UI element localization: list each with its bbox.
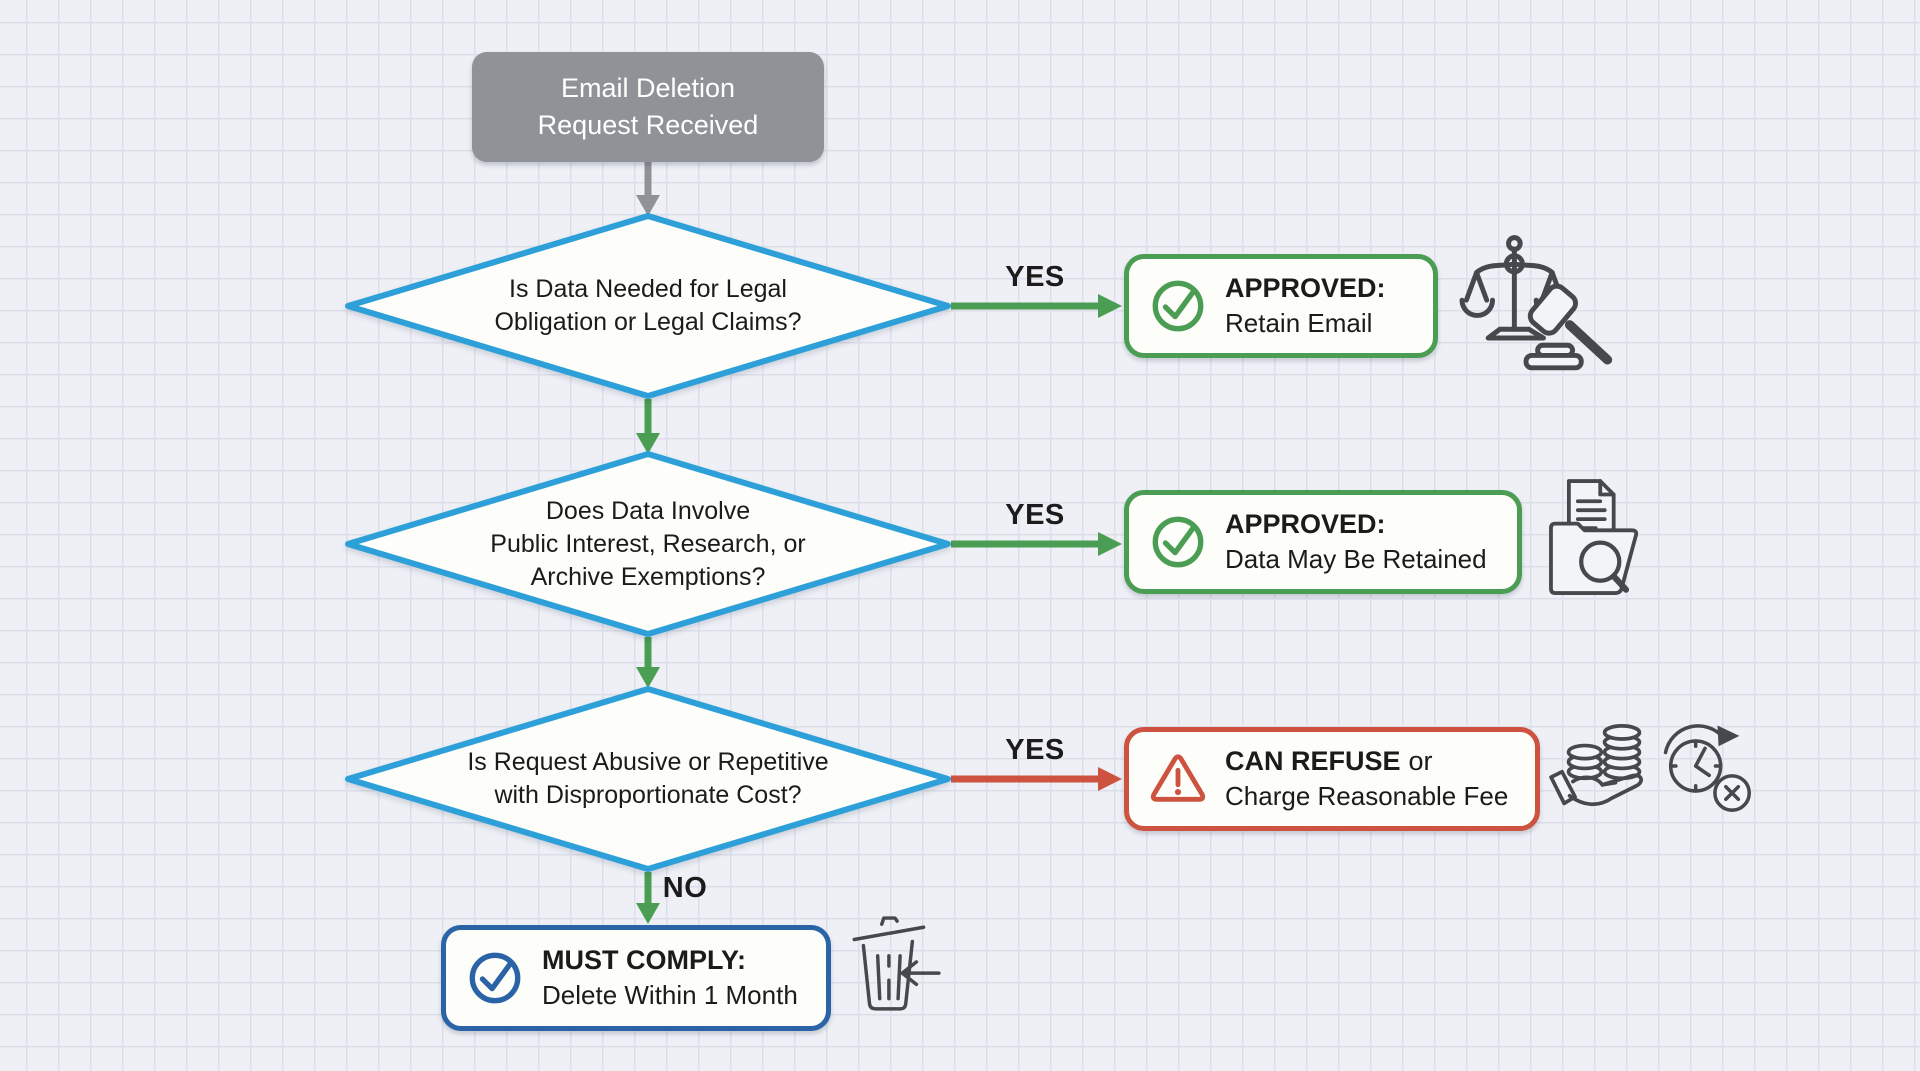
decision-line: Archive Exemptions?: [530, 562, 766, 591]
decision-abusive-request: Is Request Abusive or Repetitive with Di…: [343, 684, 953, 874]
start-node: Email Deletion Request Received: [472, 52, 824, 162]
outcome-text: APPROVED: Data May Be Retained: [1225, 507, 1487, 577]
outcome-must-comply: MUST COMPLY: Delete Within 1 Month: [441, 925, 831, 1031]
decision-legal-obligation-text: Is Data Needed for Legal Obligation or L…: [343, 211, 953, 401]
start-node-line2: Request Received: [537, 110, 759, 140]
outcome-title: MUST COMPLY:: [542, 945, 747, 975]
connector-abusive-yes: [951, 767, 1122, 791]
decision-line: with Disproportionate Cost?: [494, 781, 802, 809]
yes-label-2: YES: [1005, 499, 1065, 531]
outcome-title-suffix: or: [1408, 746, 1433, 776]
decision-line: Does Data Involve: [545, 496, 751, 525]
decision-public-interest: Does Data Involve Public Interest, Resea…: [343, 449, 953, 639]
decision-legal-obligation: Is Data Needed for Legal Obligation or L…: [343, 211, 953, 401]
connector-legal-to-exemptions: [636, 399, 660, 454]
outcome-subtitle: Delete Within 1 Month: [542, 980, 798, 1010]
connector-legal-yes: [951, 294, 1122, 318]
outcome-title: APPROVED:: [1225, 509, 1386, 539]
diamond-shape: [345, 451, 951, 637]
outcome-title: APPROVED:: [1225, 273, 1386, 303]
diamond-shape: [345, 213, 951, 399]
yes-label-1: YES: [1005, 261, 1065, 293]
no-label: NO: [662, 872, 708, 904]
connector-abusive-to-comply: [636, 872, 660, 924]
folder-document-magnifier-icon: [1549, 479, 1639, 595]
decision-line: Is Data Needed for Legal: [509, 275, 787, 303]
trash-can-arrow-icon: [852, 916, 941, 1011]
yes-label-3: YES: [1005, 734, 1065, 766]
connector-start-to-legal: [636, 161, 660, 216]
scales-gavel-icon: [1459, 235, 1613, 371]
outcome-approved-data-retained: APPROVED: Data May Be Retained: [1124, 490, 1522, 594]
decision-line: Public Interest, Research, or: [490, 529, 806, 558]
outcome-text: MUST COMPLY: Delete Within 1 Month: [542, 943, 798, 1013]
outcome-subtitle: Charge Reasonable Fee: [1225, 781, 1509, 811]
outcome-subtitle: Retain Email: [1225, 308, 1373, 338]
outcome-approved-retain-email: APPROVED: Retain Email: [1124, 254, 1438, 358]
outcome-title-bold: CAN REFUSE: [1225, 746, 1401, 776]
decision-public-interest-text: Does Data Involve Public Interest, Resea…: [343, 449, 953, 639]
check-circle-icon: [1152, 280, 1204, 332]
diamond-shape: [345, 686, 951, 872]
connector-exemptions-yes: [951, 532, 1122, 556]
outcome-subtitle: Data May Be Retained: [1225, 544, 1487, 574]
connector-exemptions-to-abusive: [636, 637, 660, 688]
decision-line: Is Request Abusive or Repetitive: [467, 748, 829, 776]
check-circle-icon: [469, 952, 521, 1004]
hand-coins-icon: [1549, 724, 1643, 807]
outcome-text: APPROVED: Retain Email: [1225, 271, 1386, 341]
warning-triangle-icon: [1150, 754, 1206, 802]
decision-abusive-request-text: Is Request Abusive or Repetitive with Di…: [343, 684, 953, 874]
start-node-line1: Email Deletion: [560, 73, 736, 103]
decision-line: Obligation or Legal Claims?: [494, 308, 802, 336]
check-circle-icon: [1152, 516, 1204, 568]
clock-refresh-x-icon: [1663, 724, 1752, 812]
